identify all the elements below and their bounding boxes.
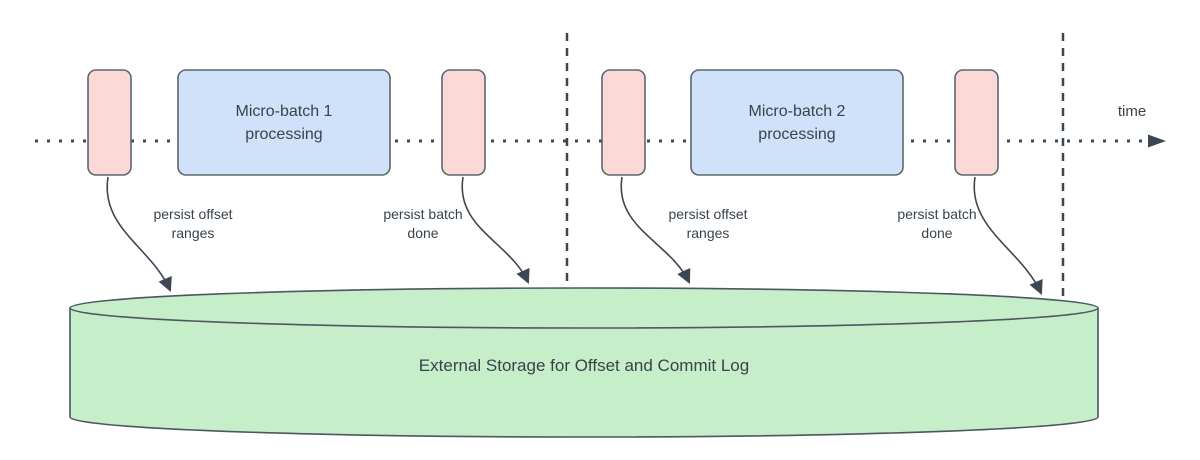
micro-batch-1-box	[177, 69, 391, 176]
micro-batch-1-label: Micro-batch 1 processing	[235, 102, 333, 143]
annotation-persist-batch-1: persist batch done	[383, 206, 463, 241]
offset-marker-1	[87, 69, 132, 176]
arrow-persist-batch-2	[973, 176, 1043, 295]
storage-cylinder-top-edge	[69, 307, 1099, 329]
annotation-persist-offset-1: persist offset ranges	[153, 206, 233, 241]
timeline-arrowhead-icon	[1148, 134, 1166, 148]
micro-batch-2-box	[690, 69, 904, 176]
annotation-persist-offset-2: persist offset ranges	[668, 206, 748, 241]
storage-label: External Storage for Offset and Commit L…	[418, 356, 750, 375]
commit-marker-2	[954, 69, 999, 176]
arrow-persist-batch-1	[461, 176, 530, 284]
annotation-persist-batch-2: persist batch done	[897, 206, 977, 241]
offset-marker-2	[601, 69, 646, 176]
commit-marker-1	[441, 69, 486, 176]
arrow-persist-offset-2	[620, 176, 691, 284]
micro-batch-2-label: Micro-batch 2 processing	[748, 102, 846, 143]
arrow-persist-offset-1	[106, 176, 172, 292]
time-axis-label: time	[1117, 103, 1147, 120]
